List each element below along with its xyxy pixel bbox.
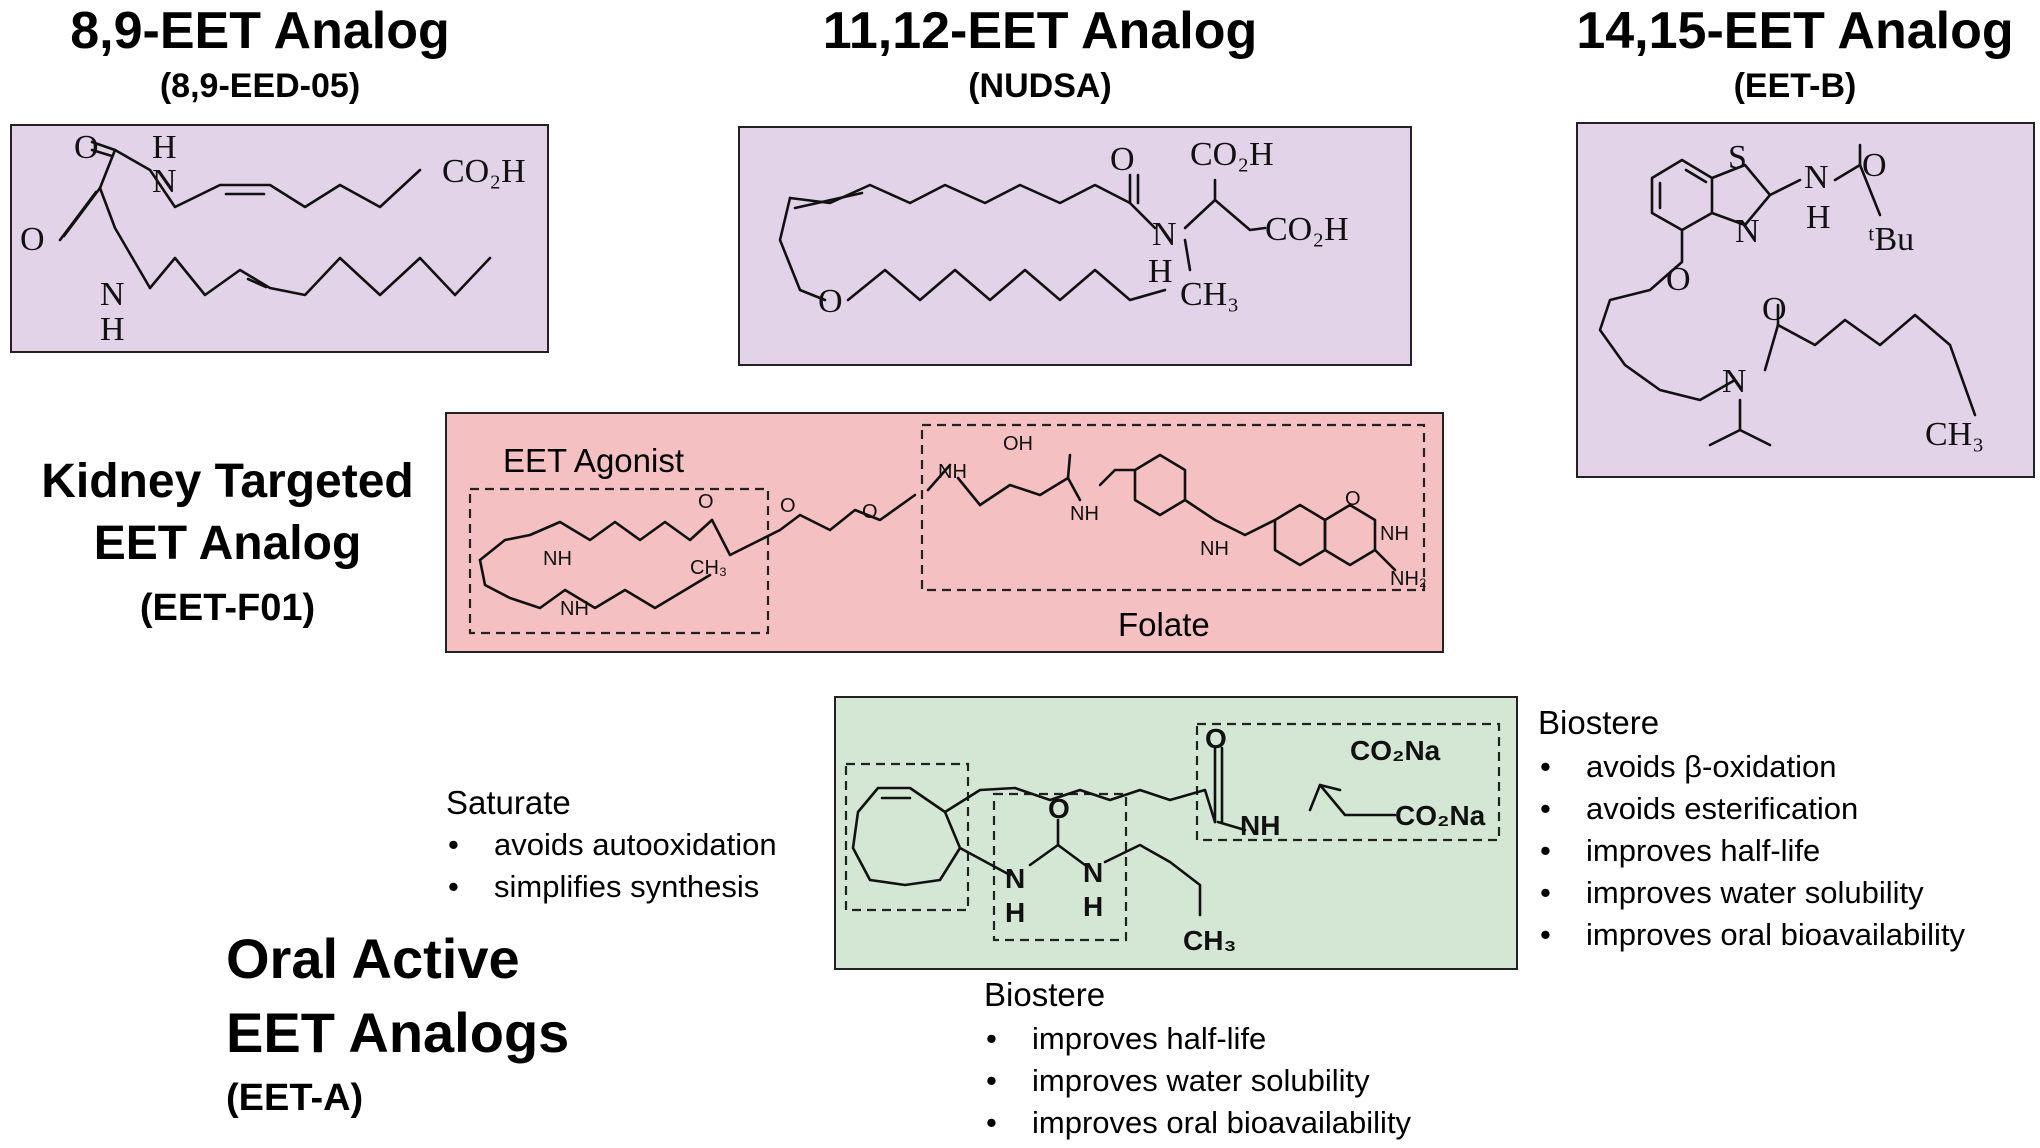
atom-nh: NH — [543, 548, 572, 570]
list-item: improves half-life — [1538, 830, 1965, 872]
analog-89-subtitle: (8,9-EED-05) — [159, 67, 361, 105]
kidney-title-line1: Kidney Targeted — [41, 455, 414, 508]
saturate-title: Saturate — [446, 784, 571, 821]
eeta-structure: O NH CO₂Na CO₂Na O N H N H CH₃ — [844, 722, 1501, 956]
atom-tbu: ᵗBu — [1868, 221, 1914, 258]
atom-o: O — [698, 491, 714, 513]
atom-n: N — [1804, 159, 1829, 196]
eed05-structure: O H N O N H CO₂H — [20, 129, 526, 348]
atom-ch3: CH₃ — [1183, 925, 1236, 956]
atom-co2h: CO₂H — [1265, 211, 1349, 248]
list-item: avoids autooxidation — [446, 824, 777, 866]
list-item: improves water solubility — [984, 1060, 1411, 1102]
atom-nh2: NH₂ — [1390, 568, 1427, 590]
analog-1112-subtitle: (NUDSA) — [968, 67, 1112, 105]
biostere-right-title: Biostere — [1538, 704, 1660, 741]
biostere-bottom-list: improves half-life improves water solubi… — [984, 1018, 1411, 1144]
atom-o: O — [818, 283, 843, 320]
atom-ch3: CH₃ — [690, 557, 727, 579]
atom-nh: NH — [1380, 523, 1409, 545]
atom-ch3: CH₃ — [1925, 416, 1984, 453]
atom-o: O — [1862, 147, 1887, 184]
kidney-title-line2: EET Analog — [93, 517, 362, 570]
atom-n: N — [1735, 213, 1760, 250]
atom-nh: NH — [1070, 503, 1099, 525]
atom-co2na: CO₂Na — [1350, 735, 1441, 766]
saturate-region — [844, 762, 970, 912]
kidney-title-line3: (EET-F01) — [139, 587, 316, 629]
atom-n: N — [1152, 216, 1177, 253]
analog-1112-structure-box — [738, 126, 1412, 366]
atom-co2h: CO₂H — [1190, 136, 1274, 173]
eet-agonist-region — [468, 487, 770, 635]
atom-nh: NH — [560, 598, 589, 620]
oral-title-line2: EET Analogs — [226, 1001, 570, 1064]
atom-oh: OH — [1003, 433, 1033, 455]
atom-n: N — [1083, 857, 1103, 888]
analog-89-structure-box — [10, 124, 549, 353]
atom-n: N — [1005, 863, 1025, 894]
list-item: improves oral bioavailability — [1538, 914, 1965, 956]
atom-ch3: CH₃ — [1180, 276, 1239, 313]
folate-label: Folate — [1118, 606, 1210, 643]
atom-nh: NH — [938, 461, 967, 483]
atom-nh: NH — [1240, 810, 1280, 841]
atom-h: H — [1083, 891, 1103, 922]
atom-n: N — [1722, 363, 1747, 400]
atom-n: N — [100, 276, 125, 313]
atom-o: O — [1048, 793, 1070, 824]
atom-co2na: CO₂Na — [1395, 800, 1486, 831]
biostere-bottom-title: Biostere — [984, 976, 1106, 1013]
atom-h: H — [1806, 199, 1831, 236]
folate-region — [920, 423, 1426, 592]
analog-1415-title: 14,15-EET Analog — [1576, 2, 2014, 60]
atom-o: O — [1345, 488, 1361, 510]
atom-o: O — [1205, 723, 1227, 754]
atom-o: O — [20, 221, 45, 258]
atom-h: H — [100, 311, 125, 348]
list-item: avoids esterification — [1538, 788, 1965, 830]
atom-o: O — [1110, 141, 1135, 178]
atom-nh: NH — [1200, 538, 1229, 560]
analog-1112-title: 11,12-EET Analog — [822, 2, 1258, 60]
atom-o: O — [862, 501, 878, 523]
atom-o: O — [1666, 261, 1691, 298]
atom-o: O — [780, 495, 796, 517]
saturate-list: avoids autooxidation simplifies synthesi… — [446, 824, 777, 908]
kidney-structure-box — [445, 412, 1444, 653]
biostere-right-list: avoids β-oxidation avoids esterification… — [1538, 746, 1965, 956]
atom-nh: H — [152, 129, 177, 166]
analog-1415-subtitle: (EET-B) — [1733, 67, 1857, 105]
list-item: simplifies synthesis — [446, 866, 777, 908]
atom-o: O — [74, 129, 99, 166]
analog-89-title: 8,9-EET Analog — [70, 2, 450, 60]
atom-h: H — [1005, 897, 1025, 928]
atom-o: O — [1762, 291, 1787, 328]
atom-n: N — [152, 163, 177, 200]
atom-co2h: CO₂H — [442, 153, 526, 190]
acid-biostere-region — [1195, 722, 1501, 842]
list-item: improves half-life — [984, 1018, 1411, 1060]
oral-title-line1: Oral Active — [226, 927, 520, 990]
list-item: improves water solubility — [1538, 872, 1965, 914]
nudsa-structure: O O N H CO₂H CO₂H CH₃ — [778, 136, 1349, 320]
oral-structure-box — [834, 696, 1518, 970]
list-item: improves oral bioavailability — [984, 1102, 1411, 1144]
eet-agonist-label: EET Agonist — [503, 442, 685, 479]
list-item: avoids β-oxidation — [1538, 746, 1965, 788]
oral-title-line3: (EET-A) — [226, 1077, 364, 1119]
eetf01-structure: NH NH CH₃ O O O NH OH NH NH NH NH₂ O — [468, 423, 1427, 635]
eetb-structure: S N N H O ᵗBu O N O CH₃ — [1598, 139, 1984, 453]
atom-s: S — [1728, 139, 1747, 176]
atom-h: H — [1148, 253, 1173, 290]
